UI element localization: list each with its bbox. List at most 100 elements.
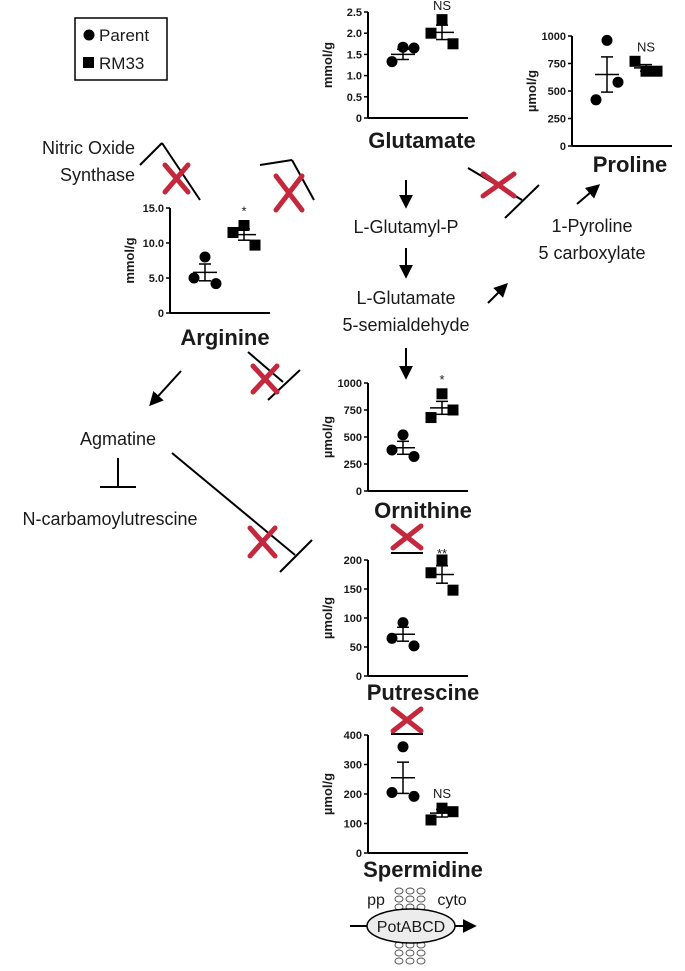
ornithine-rm33-point [447,404,459,416]
arrow-pyroline-to-proline [576,184,601,205]
ornithine-tick-label: 0 [356,486,362,498]
arginine-rm33-point [249,239,261,251]
nos-inhibition-bar [139,142,163,166]
putrescine-tick-label: 200 [344,555,362,567]
putrescine-y-axis-label: µmol/g [320,597,335,639]
arginine-y-axis-label: mmol/g [122,237,137,283]
arginine-parent-point [199,251,211,263]
arginine-ornithine-bar [267,369,301,401]
spermidine-parent-point [408,790,420,802]
nos-label-line2: Synthase [60,165,135,185]
transporter-diagram: PotABCD pp cyto [350,887,477,965]
spermidine-significance-label: NS [433,786,451,801]
n-carbamoylputrescine-label: N-carbamoylutrescine [22,509,197,529]
block-mark-glutamate-pyroline [480,171,517,199]
putrescine-parent-point [408,640,420,652]
proline-parent-point [612,76,624,88]
pathway-arrows [149,180,601,407]
proline-tick-label: 500 [548,86,566,98]
proline-rm33-point [629,55,641,67]
arginine-parent-point [188,272,200,284]
putrescine-tick-label: 0 [356,671,362,683]
ornithine-significance-label: * [439,372,444,387]
ornithine-tick-label: 250 [344,459,362,471]
arginine-rm33-point [238,220,250,231]
ornithine-parent-point [408,450,420,462]
glutamate-y-axis-label: mmol/g [320,42,335,88]
arginine-significance-label: * [241,204,246,219]
cytoplasm-label: cyto [437,892,466,909]
periplasm-label: pp [367,892,385,909]
glutamate-tick-label: 1.0 [347,71,362,83]
glutamate-rm33-point [447,38,459,50]
proline-rm33-point [651,65,663,77]
spermidine-parent-point [386,787,398,799]
putrescine-parent-point [397,617,409,629]
legend-parent-label: Parent [99,26,149,45]
ornithine-parent-point [386,444,398,456]
glutamate-rm33-point [425,27,437,39]
spermidine-parent-point [397,741,409,753]
spermidine-rm33-point [436,802,448,814]
arginine-title: Arginine [180,325,269,350]
ornithine-tick-label: 500 [344,432,362,444]
putrescine-tick-label: 50 [350,642,362,654]
proline-y-axis-label: µmol/g [524,70,539,112]
glutamate-tick-label: 1.5 [347,49,362,61]
block-mark-arginine-ornithine [250,363,280,395]
potabcd-label: PotABCD [377,919,445,936]
arginine-tick-label: 5.0 [149,273,164,285]
arginine-tick-label: 0 [158,308,164,320]
arrow-arginine-to-agmatine [149,370,182,407]
glutamate-rm33-point [436,14,448,26]
putrescine-rm33-point [447,584,459,596]
putrescine-tick-label: 100 [344,613,362,625]
putrescine-tick-label: 150 [344,584,362,596]
spermidine-title: Spermidine [363,857,483,882]
spermidine-tick-label: 0 [356,848,362,860]
glutamate-tick-label: 2.0 [347,28,362,40]
legend-box [74,17,168,81]
proline-tick-label: 0 [560,141,566,153]
glutamate-tick-label: 0.5 [347,92,362,104]
block-mark-putrescine-spermidine [390,706,424,734]
l-glutamate-semialdehyde-line1: L-Glutamate [356,288,455,308]
block-mark-arginine-glutamate [273,173,305,213]
spermidine-tick-label: 300 [344,760,362,772]
glutamate-pyroline-bar [504,184,540,219]
putrescine-significance-label: ** [437,546,447,561]
glutamate-parent-point [408,42,420,54]
proline-significance-label: NS [637,39,655,54]
agmatine-putrescine-stem [171,452,296,556]
proline-title: Proline [593,152,668,177]
l-glutamyl-p-label: L-Glutamyl-P [353,217,458,237]
putrescine-rm33-point [436,554,448,566]
glutamate-significance-label: NS [433,0,451,13]
ornithine-tick-label: 1000 [338,378,362,390]
arginine-glutamate-bar [291,159,315,201]
potabcd-transporter [366,908,456,944]
block-mark-agmatine-putrescine [247,525,278,559]
proline-tick-label: 750 [548,59,566,71]
ornithine-y-axis-label: µmol/g [320,416,335,458]
glutamate-title: Glutamate [368,128,476,153]
spermidine-rm33-point [447,806,459,818]
arginine-glutamate-link [259,159,293,166]
ornithine-tick-label: 750 [344,405,362,417]
ornithine-parent-point [397,429,409,441]
ornithine-title: Ornithine [374,498,472,523]
inhibition-lines [100,142,540,735]
glutamate-tick-label: 0 [356,113,362,125]
proline-tick-label: 1000 [542,31,566,43]
ornithine-rm33-point [436,388,448,400]
spermidine-tick-label: 200 [344,789,362,801]
rm33-marker-icon [83,57,94,68]
arrow-semialdehyde-to-pyroline [487,283,508,304]
block-mark-nos [162,162,191,195]
